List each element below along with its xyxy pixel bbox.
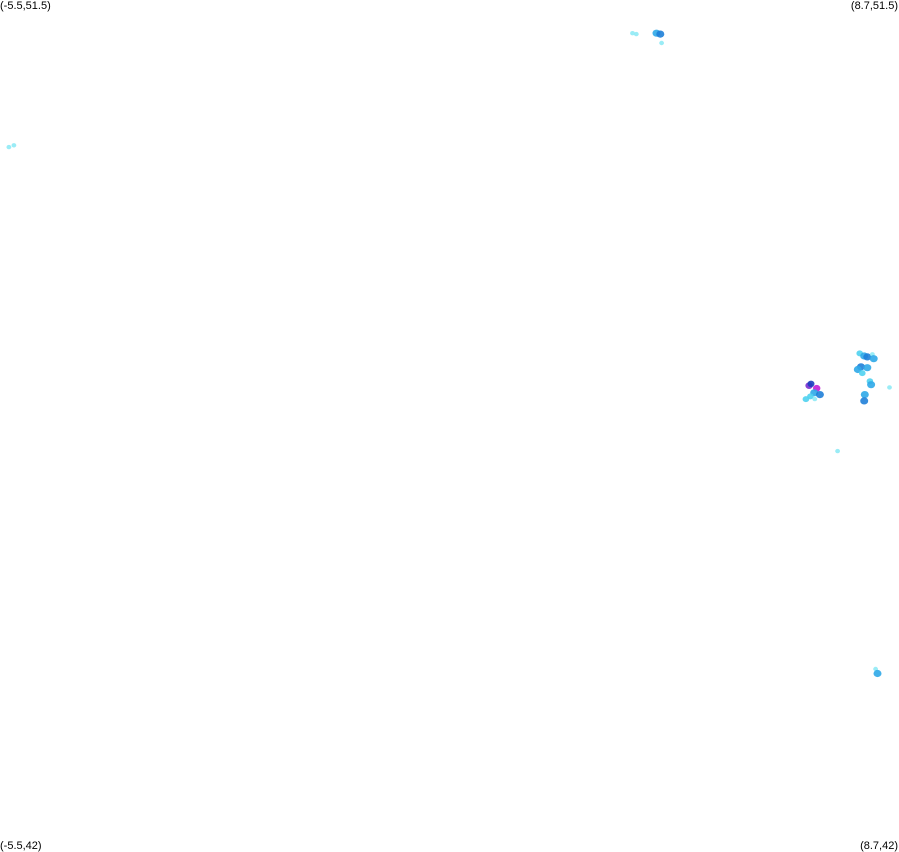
precip-echo xyxy=(867,381,876,389)
precip-echo xyxy=(812,396,818,402)
corner-label-top-right: (8.7,51.5) xyxy=(850,0,898,12)
precip-echo xyxy=(659,40,664,46)
corner-label-top-left: (-5.5,51.5) xyxy=(0,0,51,12)
precip-echo xyxy=(11,143,17,148)
precip-echo xyxy=(802,396,810,403)
corner-label-bottom-right: (8.7,42) xyxy=(860,840,898,852)
precip-echo xyxy=(835,448,840,454)
precip-echo xyxy=(860,391,869,399)
precip-echo xyxy=(807,380,815,387)
precip-echo xyxy=(860,397,869,405)
precip-echo xyxy=(630,31,635,36)
precip-echo xyxy=(873,669,882,678)
precip-echo xyxy=(656,30,665,38)
precip-echo xyxy=(863,364,872,372)
precip-echo xyxy=(859,370,866,377)
precip-echo xyxy=(863,353,872,361)
precip-echo xyxy=(815,391,824,399)
precip-echo xyxy=(869,355,878,363)
precip-echo xyxy=(633,31,639,37)
precip-echo xyxy=(887,385,892,390)
precip-echo xyxy=(6,144,12,150)
corner-label-bottom-left: (-5.5,42) xyxy=(0,840,42,852)
